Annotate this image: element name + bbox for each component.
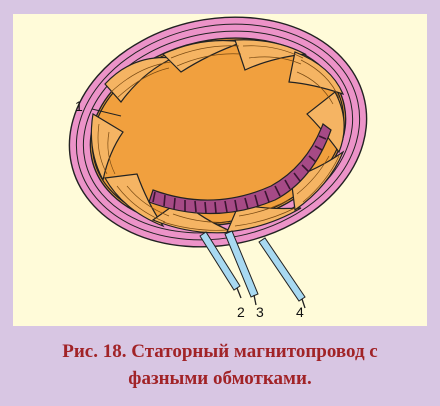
stator-illustration: 1 2 3 4 [13,14,427,326]
label-core: 1 [75,98,83,114]
label-lead-4: 4 [296,304,304,320]
caption-line-2: фазными обмотками. [13,365,427,392]
label-lead-2: 2 [237,304,245,320]
illustration-panel: 1 2 3 4 [13,14,427,326]
caption-line-1: Рис. 18. Статорный магнитопровод с [13,338,427,365]
label-lead-3: 3 [256,304,264,320]
figure-caption: Рис. 18. Статорный магнитопровод с фазны… [13,338,427,398]
